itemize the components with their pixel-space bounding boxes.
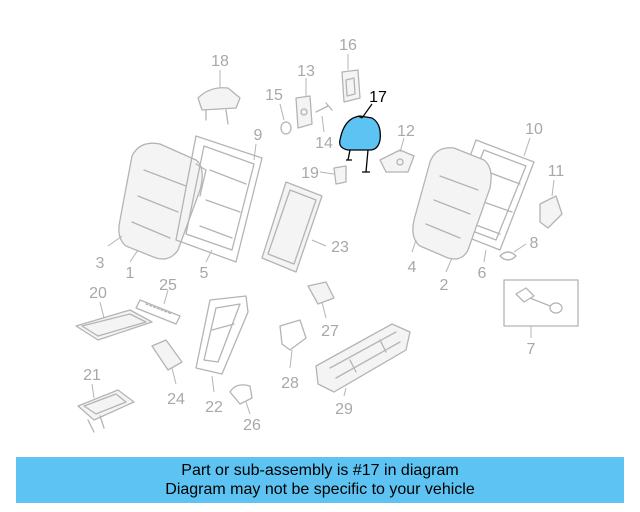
part-14-bolt (315, 102, 333, 113)
part-7-hardware-kit (503, 279, 579, 327)
part-24-trim-panel (151, 339, 183, 371)
part-19-pin (333, 165, 347, 185)
banner-disclaimer-line: Diagram may not be specific to your vehi… (165, 481, 475, 498)
callout-2[interactable]: 2 (440, 277, 449, 294)
part-27-hinge (307, 281, 335, 305)
callout-7[interactable]: 7 (527, 341, 536, 358)
callout-9[interactable]: 9 (254, 127, 263, 144)
callout-25[interactable]: 25 (159, 277, 177, 294)
part-1-seat-back-left (118, 142, 207, 260)
callout-28[interactable]: 28 (281, 375, 299, 392)
callout-10[interactable]: 10 (525, 121, 543, 138)
part-29-rail-assembly (315, 323, 411, 393)
callout-3[interactable]: 3 (96, 255, 105, 272)
part-21-base (77, 389, 135, 433)
callout-21[interactable]: 21 (83, 367, 101, 384)
callout-6[interactable]: 6 (478, 265, 487, 282)
callout-5[interactable]: 5 (200, 265, 209, 282)
callout-16[interactable]: 16 (339, 37, 357, 54)
part-17-headrest-highlighted[interactable] (339, 115, 381, 173)
callout-4[interactable]: 4 (408, 259, 417, 276)
parts-diagram: 18 16 13 15 14 17 12 19 (75, 37, 579, 434)
callout-29[interactable]: 29 (335, 401, 353, 418)
part-28-bracket (279, 319, 307, 351)
callout-8[interactable]: 8 (530, 235, 539, 252)
part-23-panel (261, 181, 323, 273)
part-20-cushion (75, 309, 153, 341)
callout-19[interactable]: 19 (301, 165, 319, 182)
part-2-seat-back-right (412, 147, 492, 260)
callout-27[interactable]: 27 (321, 323, 339, 340)
callout-15[interactable]: 15 (265, 87, 283, 104)
part-25-strip (135, 299, 181, 325)
callout-18[interactable]: 18 (211, 53, 229, 70)
part-12-bracket (379, 149, 415, 173)
callout-23[interactable]: 23 (331, 239, 349, 256)
part-15-washer (280, 121, 292, 135)
part-22-seat-frame (195, 295, 249, 375)
part-13-bracket (295, 95, 313, 129)
part-16-cover (341, 69, 361, 103)
callout-17[interactable]: 17 (369, 89, 387, 106)
banner-part-line: Part or sub-assembly is #17 in diagram (181, 462, 459, 479)
callout-26[interactable]: 26 (243, 417, 261, 434)
part-8-clip (499, 251, 517, 261)
callout-24[interactable]: 24 (167, 391, 185, 408)
part-11-latch (539, 195, 563, 229)
callout-13[interactable]: 13 (297, 63, 315, 80)
callout-12[interactable]: 12 (397, 123, 415, 140)
callout-20[interactable]: 20 (89, 285, 107, 302)
part-9-frame-left (175, 135, 263, 263)
callout-14[interactable]: 14 (315, 135, 333, 152)
callout-22[interactable]: 22 (205, 399, 223, 416)
callout-11[interactable]: 11 (548, 163, 565, 180)
part-info-banner: Part or sub-assembly is #17 in diagram D… (16, 457, 624, 503)
part-18-headrest (197, 87, 241, 125)
part-26-bracket (229, 384, 253, 405)
callout-1[interactable]: 1 (126, 265, 135, 282)
